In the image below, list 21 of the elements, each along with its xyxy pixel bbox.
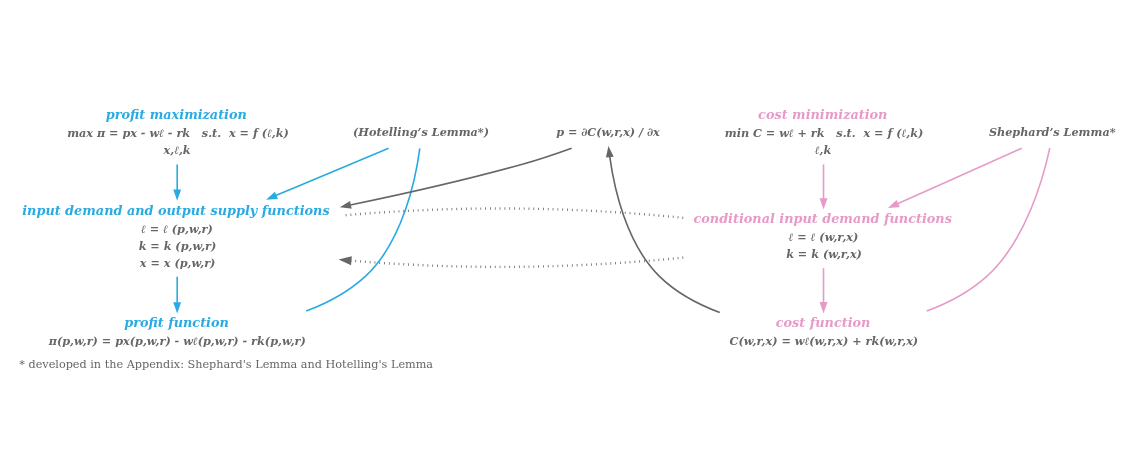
arrow [173, 275, 182, 313]
node-text: conditional input demand functions ℓ = ℓ (w,r,x) k = k (w,r,x) [693, 210, 952, 261]
caption: * developed in the Appendix: Shephard's Lemma and Hotelling's Lemma [19, 357, 434, 371]
node-text: profit function π(p,w,r) = px(p,w,r) - wℓ(p,w,r) - rk(p,w,r) [48, 314, 306, 348]
arrow [339, 146, 573, 209]
node-text: Shephard’s Lemma* [988, 124, 1116, 139]
arrow [173, 163, 182, 201]
arrow [605, 145, 721, 313]
node-text: profit maximization max π = px - wℓ - rk s.t. x = f (ℓ,k) x,ℓ,k [67, 106, 289, 157]
arrow [819, 266, 828, 313]
arrow [266, 146, 390, 200]
arrow [819, 163, 828, 210]
node-text: input demand and output supply functions ℓ = ℓ (p,w,r) k = k (p,w,r) x = x (p,w,r) [22, 202, 330, 270]
arrow [338, 255, 684, 268]
connector [925, 146, 1051, 312]
node-text: p = ∂C(w,r,x) / ∂x [556, 124, 660, 139]
connector [305, 146, 421, 312]
node-text: (Hotelling’s Lemma*) [353, 124, 490, 139]
arrow [887, 146, 1023, 208]
node-text: cost minimization min C = wℓ + rk s.t. x = f (ℓ,k) ℓ,k [724, 106, 924, 157]
node-text: cost function C(w,r,x) = wℓ(w,r,x) + rk(w,r,x) [729, 314, 919, 348]
